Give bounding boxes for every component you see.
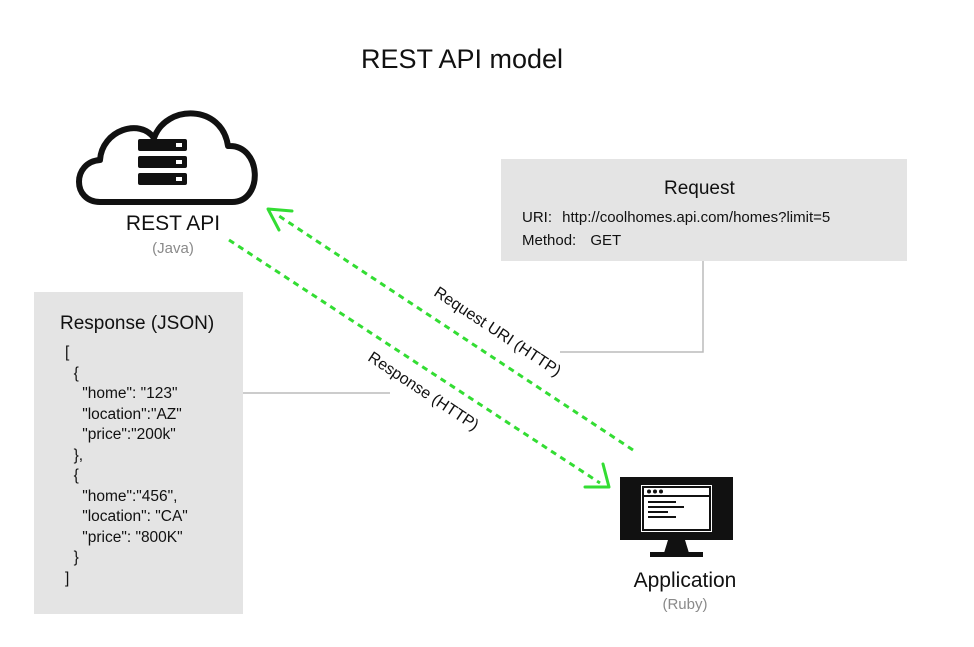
json-line: "home": "123": [65, 385, 178, 402]
request-uri-label: URI:: [522, 209, 552, 226]
client-label: Application: [633, 569, 737, 592]
json-line: [: [65, 344, 70, 361]
request-method-value: GET: [590, 232, 622, 249]
json-line: },: [65, 446, 84, 464]
request-box-heading: Request: [664, 178, 735, 199]
json-line: {: [65, 364, 79, 382]
request-box: [501, 159, 907, 261]
request-uri-row: URI: http://coolhomes.api.com/homes?limi…: [522, 209, 830, 226]
json-line: ]: [65, 569, 70, 587]
server-sublabel: (Java): [152, 240, 194, 257]
response-arrow: [228, 238, 611, 489]
response-json-block: [ { "home": "123" "location":"AZ" "price…: [65, 343, 188, 589]
request-connector: [560, 261, 704, 353]
server-label: REST API: [125, 212, 221, 235]
request-arrow: [266, 207, 634, 452]
cloud-server-icon: [76, 110, 258, 205]
json-line: "location":"AZ": [65, 405, 182, 423]
request-method-row: Method: GET: [522, 232, 621, 249]
diagram-title: REST API model: [360, 44, 564, 74]
request-uri-value: http://coolhomes.api.com/homes?limit=5: [562, 209, 831, 226]
client-sublabel: (Ruby): [662, 596, 708, 613]
json-line: {: [65, 467, 79, 484]
json-line: "home":"456",: [65, 487, 178, 505]
json-line: "price":"200k": [65, 426, 176, 443]
response-box: [34, 292, 243, 614]
request-method-label: Method:: [522, 232, 577, 249]
monitor-window-icon: [620, 477, 733, 557]
json-line: }: [65, 549, 79, 566]
json-line: "price": "800K": [65, 528, 183, 546]
response-box-heading: Response (JSON): [60, 313, 215, 334]
json-line: "location": "CA": [65, 508, 188, 525]
